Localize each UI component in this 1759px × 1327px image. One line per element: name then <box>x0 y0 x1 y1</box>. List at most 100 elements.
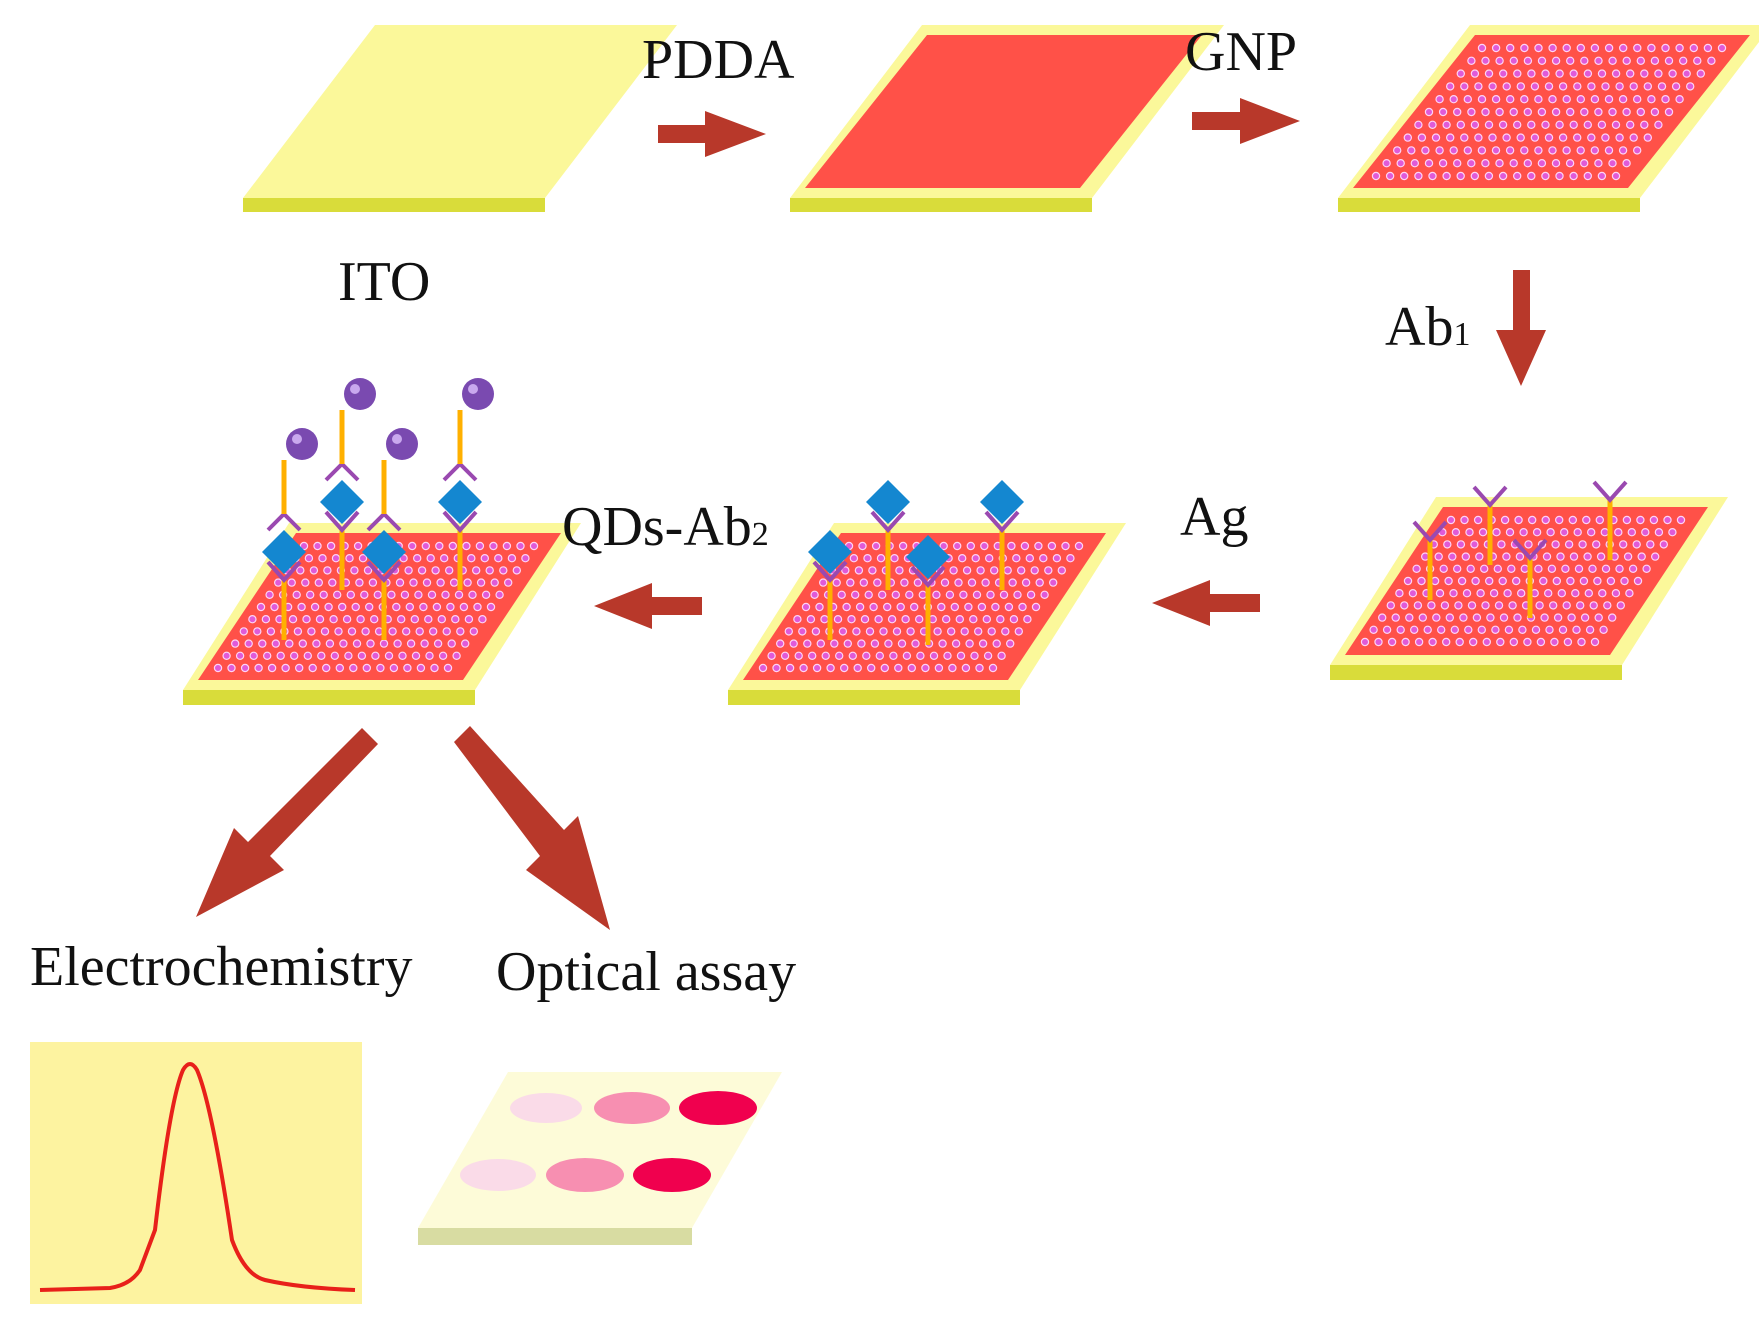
gnp-dot <box>285 639 294 648</box>
gnp-dot <box>413 554 422 563</box>
gnp-dot <box>1548 94 1557 104</box>
antibody-arms <box>442 510 478 534</box>
gnp-dot <box>446 602 455 612</box>
gnp-dot <box>1583 552 1592 561</box>
gnp-dot <box>1650 56 1660 66</box>
gnp-dot <box>1675 43 1684 53</box>
gnp-dot <box>1622 515 1632 525</box>
gnp-dot <box>351 602 360 612</box>
gnp-dot <box>971 554 980 563</box>
gnp-dot <box>1534 146 1543 155</box>
gnp-dot <box>1572 625 1581 635</box>
gnp-dot <box>433 639 443 648</box>
gnp-dot <box>1472 613 1482 622</box>
gnp-dot <box>319 590 328 600</box>
gnp-dot <box>442 627 451 636</box>
gnp-dot <box>1446 515 1456 525</box>
gnp-dot <box>447 639 456 648</box>
gnp-dot <box>1474 82 1483 91</box>
gnp-dot <box>322 663 331 673</box>
gnp-dot <box>937 602 946 612</box>
gnp-dot <box>1498 171 1508 181</box>
gnp-dot <box>1470 69 1480 78</box>
gnp-dot <box>1481 601 1490 610</box>
gnp-dot <box>948 663 957 673</box>
gnp-dot <box>1594 613 1603 622</box>
gnp-dot <box>1409 625 1419 635</box>
gnp-dot <box>772 663 781 673</box>
gnp-dot <box>1467 56 1476 66</box>
gnp-dot <box>297 602 306 612</box>
gnp-dot <box>1048 578 1058 587</box>
gnp-dot <box>876 554 886 563</box>
gnp-dot <box>345 554 354 563</box>
gnp-dot <box>481 590 491 600</box>
gnp-dot <box>1569 171 1578 181</box>
gnp-dot <box>847 615 856 624</box>
gnp-dot <box>1583 171 1593 181</box>
detection-antibody-arms <box>442 461 478 482</box>
gnp-dot <box>421 541 430 551</box>
gnp-dot <box>1657 82 1667 91</box>
gnp-dot <box>803 639 812 648</box>
gnp-dot <box>1414 637 1424 647</box>
gnp-dot <box>1511 576 1521 586</box>
gnp-dot <box>419 602 428 612</box>
gnp-dot <box>1455 637 1464 647</box>
gnp-dot <box>301 578 310 587</box>
gnp-dot <box>1441 637 1451 647</box>
gnp-dot <box>1611 120 1621 130</box>
gnp-dot <box>1527 515 1537 525</box>
gnp-dot <box>346 590 355 600</box>
gnp-dot <box>1604 94 1614 104</box>
gnp-dot <box>1535 601 1544 610</box>
gnp-dot <box>1562 146 1571 155</box>
gnp-dot <box>1395 589 1404 598</box>
gnp-dot <box>767 651 776 661</box>
label-pdda: PDDA <box>642 29 795 91</box>
gnp-dot <box>1668 69 1677 78</box>
gnp-dot <box>1558 82 1568 91</box>
gnp-dot <box>1509 158 1518 168</box>
gnp-dot <box>1585 625 1595 635</box>
gnp-dot <box>1479 564 1489 574</box>
gnp-dot <box>1001 627 1010 636</box>
gnp-dot <box>1456 120 1466 130</box>
gnp-dot <box>932 590 941 600</box>
gnp-dot <box>1003 566 1012 575</box>
gnp-dot <box>1448 552 1457 561</box>
gnp-dot <box>276 651 285 661</box>
gnp-dot <box>356 615 365 624</box>
gnp-dot <box>1625 120 1635 130</box>
gnp-dot <box>1541 69 1550 78</box>
gnp-dot <box>874 615 883 624</box>
gnp-dot <box>1646 540 1655 549</box>
electrochemistry-plot <box>30 1042 362 1304</box>
gnp-dot <box>975 663 984 673</box>
gnp-dot <box>1443 540 1452 549</box>
gnp-dot <box>865 627 875 636</box>
gnp-dot <box>1516 133 1525 142</box>
gnp-dot <box>1459 613 1468 622</box>
gnp-dot <box>298 639 307 648</box>
gnp-dot <box>1013 590 1022 600</box>
well-light <box>460 1159 536 1191</box>
gnp-dot <box>799 663 808 673</box>
gnp-dot <box>1017 566 1026 575</box>
gnp-dot <box>1066 554 1075 563</box>
gnp-dot <box>793 615 802 624</box>
gnp-dot <box>996 615 1005 624</box>
gnp-dot <box>884 639 893 648</box>
gnp-dot <box>388 627 397 636</box>
gnp-dot <box>841 566 850 575</box>
antigen-diamond <box>362 530 406 574</box>
gnp-dot <box>1550 637 1559 647</box>
gnp-dot <box>819 578 828 587</box>
gnp-dot <box>1562 601 1571 610</box>
arrow-ab1-icon <box>1496 270 1546 386</box>
gnp-dot <box>1530 133 1540 142</box>
gnp-dot <box>1587 133 1596 142</box>
gnp-dot <box>389 663 399 673</box>
gnp-dot <box>863 554 872 563</box>
gnp-dot <box>1052 554 1062 563</box>
